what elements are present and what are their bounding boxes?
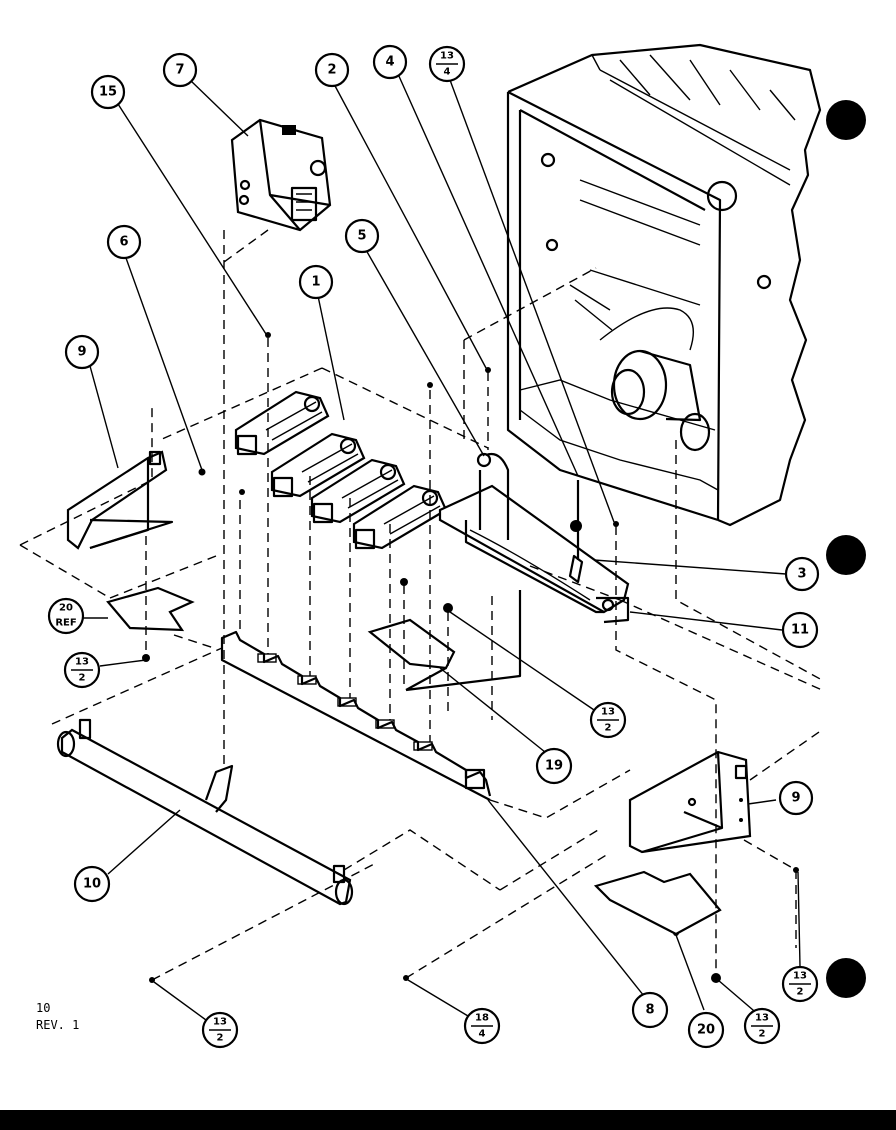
callout-15: 15 <box>90 74 126 110</box>
plate-right <box>593 870 722 936</box>
housing-knob <box>706 180 738 212</box>
water-tank <box>438 452 630 624</box>
callout-19: 19 <box>535 747 573 785</box>
svg-text:1: 1 <box>311 275 320 290</box>
svg-text:13: 13 <box>793 971 807 982</box>
svg-text:4: 4 <box>385 55 394 70</box>
svg-text:2: 2 <box>217 1033 224 1044</box>
callout-fraction-13-2-bottom-right: 13 2 <box>743 1007 781 1045</box>
solenoid-valve-assembly <box>234 390 448 550</box>
callout-fraction-18-4-bottom: 18 4 <box>463 1007 501 1045</box>
valve-mounting-bracket <box>220 630 492 801</box>
svg-text:2: 2 <box>605 723 612 734</box>
callout-11: 11 <box>781 611 819 649</box>
callout-fraction-13-2-left: 13 2 <box>63 651 101 689</box>
page-number: 10 <box>36 1001 51 1015</box>
svg-text:11: 11 <box>791 623 809 638</box>
svg-text:19: 19 <box>545 759 563 774</box>
svg-text:13: 13 <box>75 657 89 668</box>
callout-3: 3 <box>784 556 820 592</box>
svg-text:13: 13 <box>755 1013 769 1024</box>
switch-box <box>230 118 332 232</box>
binder-hole-bottom <box>826 958 866 998</box>
scan-edge-strip <box>0 1110 896 1130</box>
callout-fraction-13-2-right: 13 2 <box>781 965 819 1003</box>
svg-text:10: 10 <box>83 877 101 892</box>
callout-fraction-13-4-top: 13 4 <box>428 45 466 83</box>
svg-text:20: 20 <box>59 603 73 614</box>
svg-text:9: 9 <box>77 345 86 360</box>
callout-8: 8 <box>631 991 669 1029</box>
svg-text:6: 6 <box>119 235 128 250</box>
svg-text:13: 13 <box>213 1017 227 1028</box>
plate-left <box>106 586 195 632</box>
callout-4: 4 <box>372 44 408 80</box>
revision-label: REV. 1 <box>36 1018 80 1032</box>
callout-5: 5 <box>344 218 380 254</box>
svg-text:5: 5 <box>357 229 366 244</box>
callout-9-right: 9 <box>778 780 814 816</box>
cover-plate-outline <box>405 590 522 692</box>
bracket-right <box>628 750 752 854</box>
svg-text:2: 2 <box>797 987 804 998</box>
svg-text:9: 9 <box>791 791 800 806</box>
svg-text:4: 4 <box>479 1029 486 1040</box>
leader-lines <box>82 73 787 1017</box>
svg-text:4: 4 <box>444 67 451 78</box>
dispenser-housing <box>506 43 822 527</box>
binder-hole-top <box>826 100 866 140</box>
cover-plate <box>367 618 456 670</box>
callout-2: 2 <box>314 52 350 88</box>
callout-fraction-13-2-bottom-left: 13 2 <box>201 1011 239 1049</box>
leader-right <box>797 871 801 967</box>
leader-bottom-left <box>153 981 207 1021</box>
leader-bottom-mid <box>407 979 469 1017</box>
bracket-left <box>66 450 174 550</box>
callout-10: 10 <box>73 865 111 903</box>
callout-20-ref: 20 REF <box>47 597 85 635</box>
svg-text:8: 8 <box>645 1003 654 1018</box>
callout-1: 1 <box>298 264 334 300</box>
callout-6: 6 <box>106 224 142 260</box>
svg-text:3: 3 <box>797 567 806 582</box>
svg-text:2: 2 <box>79 673 86 684</box>
svg-text:18: 18 <box>475 1013 489 1024</box>
callout-fraction-13-2-mid: 13 2 <box>589 701 627 739</box>
svg-text:7: 7 <box>175 63 184 78</box>
svg-text:2: 2 <box>327 63 336 78</box>
svg-text:2: 2 <box>759 1029 766 1040</box>
callout-9-left: 9 <box>64 334 100 370</box>
binder-hole-middle <box>826 535 866 575</box>
svg-text:20: 20 <box>697 1023 715 1038</box>
svg-text:13: 13 <box>440 51 454 62</box>
callout-7: 7 <box>162 52 198 88</box>
page-info: 10 REV. 1 <box>36 1000 79 1034</box>
svg-text:15: 15 <box>99 85 117 100</box>
svg-text:13: 13 <box>601 707 615 718</box>
callout-20: 20 <box>687 1011 725 1049</box>
svg-text:REF: REF <box>55 618 76 629</box>
